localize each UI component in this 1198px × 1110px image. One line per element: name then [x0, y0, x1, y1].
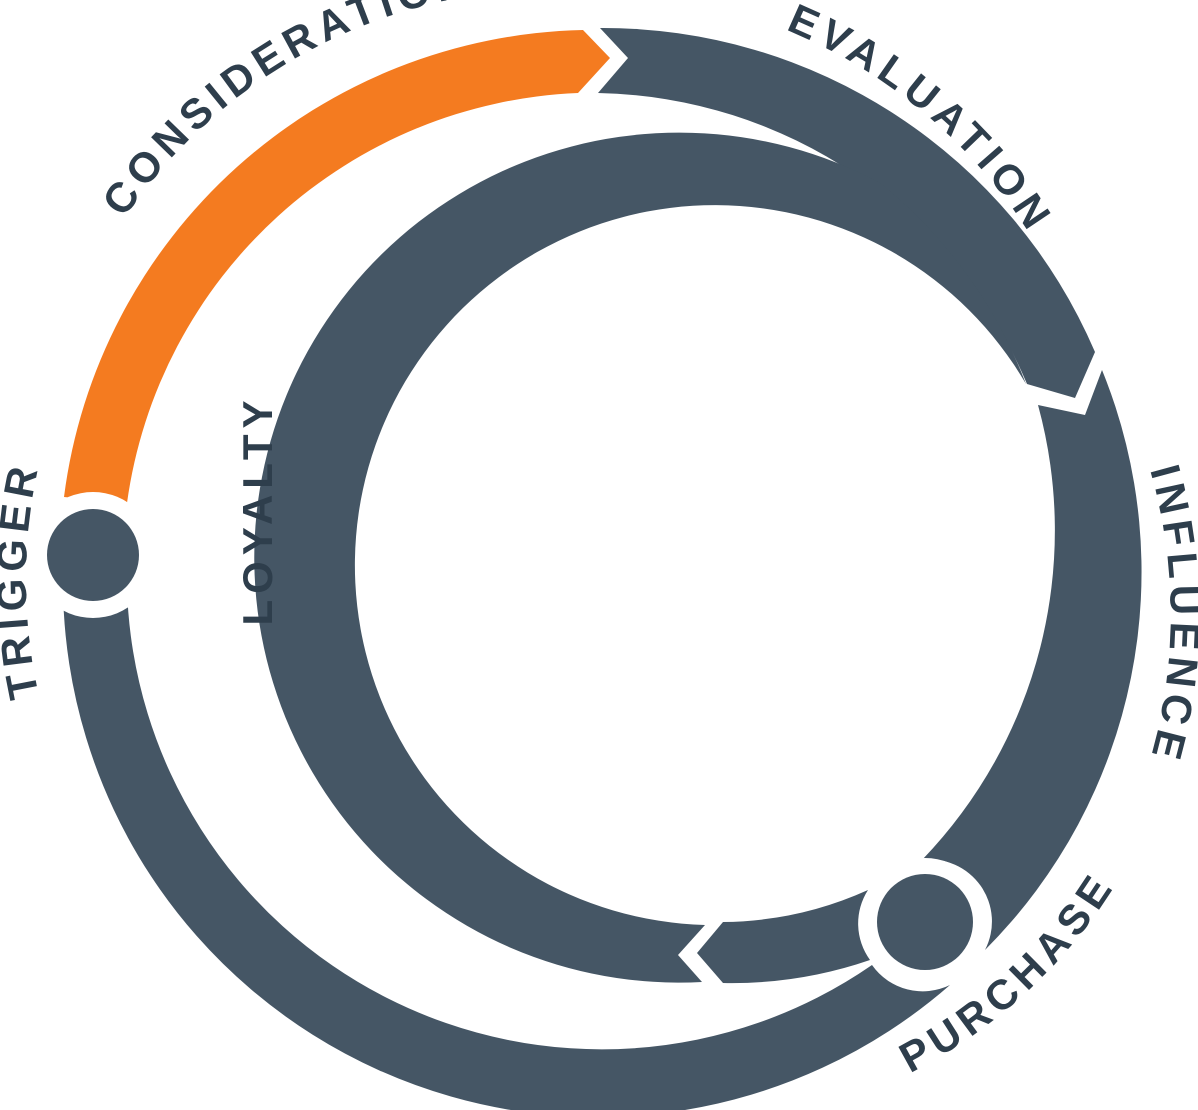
loyalty-label: LOYALTY	[234, 394, 281, 625]
loyalty-loop-tail	[697, 890, 870, 984]
influence-label: INFLUENCE	[1141, 460, 1198, 770]
consideration-segment	[64, 30, 610, 503]
trigger-node	[47, 509, 139, 601]
loyalty-loop	[254, 132, 1027, 983]
evaluation-segment	[598, 27, 1095, 398]
purchase-node	[877, 874, 973, 970]
influence-segment	[922, 370, 1142, 950]
purchase-segment	[63, 588, 950, 1110]
